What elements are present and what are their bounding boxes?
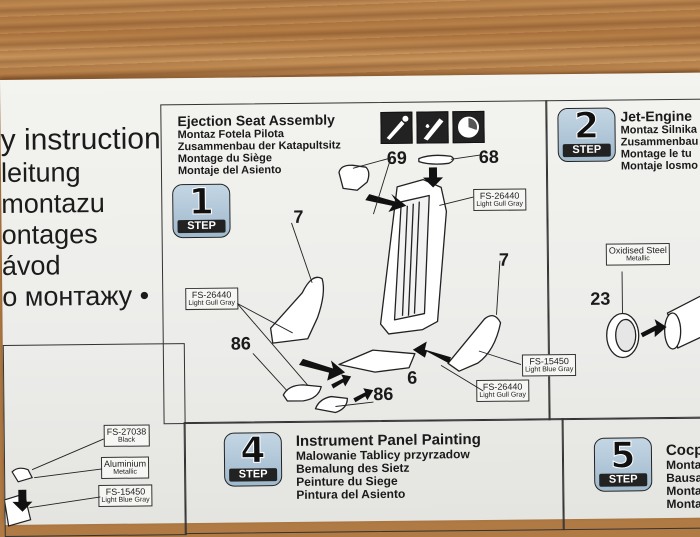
step-title-line: Montage le tu [621,148,699,161]
step-title-line: Montaz Silnika [621,124,699,137]
step-number: 5 [595,438,651,475]
step5-badge: 5 STEP [594,437,653,492]
step2-title: Jet-Engine Montaz Silnika Zusammenbau Mo… [620,109,698,173]
step-number: 2 [558,109,614,146]
step-title-line: Pintura del Asiento [296,487,481,502]
step-label: STEP [599,473,647,487]
step-title-main: Cocp [666,443,700,459]
header-line: montazu [1,187,161,220]
header-line: ávod [2,249,162,282]
engine-ring-diagram [592,263,700,374]
step4-title: Instrument Panel Painting Malowanie Tabl… [296,432,482,502]
header-line: ontages [1,218,161,251]
step-title-line: Montaje losmo [621,160,699,173]
ejection-seat-diagram [160,100,548,422]
step-label: STEP [563,144,611,158]
header-line: y instruction [0,122,160,158]
step-title-line: Monta [666,498,700,511]
step-number: 4 [225,433,281,470]
step5-title: Cocp Monta Bausa Monta Monta [666,443,700,511]
language-header: y instruction leitung montazu ontages áv… [0,122,162,313]
step-label: STEP [229,468,277,482]
paint-code: Oxidised Steel [609,245,667,256]
header-line: leitung [1,156,161,189]
header-line: о монтажу • [2,280,162,313]
step4-badge: 4 STEP [224,432,283,487]
step-title-line: Zusammenbau [621,136,699,149]
wooden-table [0,0,700,84]
left-lower-diagram [4,429,115,530]
step-title-main: Jet-Engine [620,109,698,125]
step2-badge: 2 STEP [557,108,616,163]
instruction-sheet: y instruction leitung montazu ontages áv… [0,73,700,525]
